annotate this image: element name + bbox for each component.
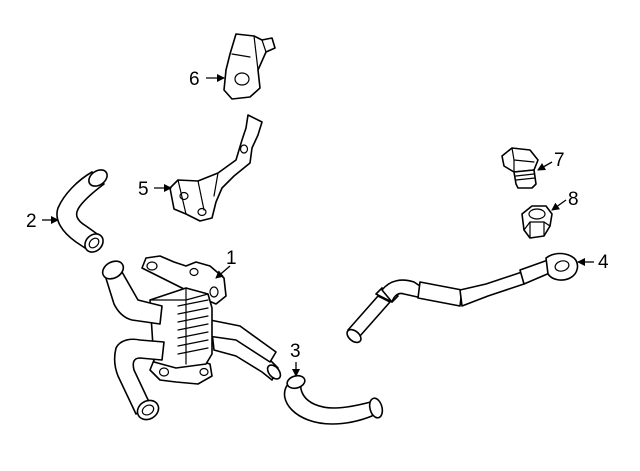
callout-label-4: 4 <box>598 252 609 273</box>
bracket-part-6 <box>223 33 276 100</box>
hose-part-3 <box>283 374 384 425</box>
bracket-part-5 <box>169 114 263 222</box>
callout-labels: 1 2 3 4 5 6 7 8 <box>26 69 609 362</box>
callout-label-7: 7 <box>554 150 565 171</box>
nut-part-8 <box>521 205 553 239</box>
callout-label-1: 1 <box>226 248 237 269</box>
callout-label-5: 5 <box>138 179 149 200</box>
oil-cooler-part-1 <box>101 255 282 421</box>
tube-part-4 <box>346 252 579 344</box>
leader-7 <box>537 161 553 171</box>
leader-1 <box>215 265 231 279</box>
leader-8 <box>551 199 567 211</box>
callout-leaders <box>42 74 594 377</box>
callout-label-8: 8 <box>568 189 579 210</box>
callout-label-6: 6 <box>189 69 200 90</box>
callout-label-2: 2 <box>26 211 37 232</box>
bolt-part-7 <box>501 147 539 189</box>
callout-label-3: 3 <box>290 341 301 362</box>
hose-part-2 <box>56 169 108 253</box>
